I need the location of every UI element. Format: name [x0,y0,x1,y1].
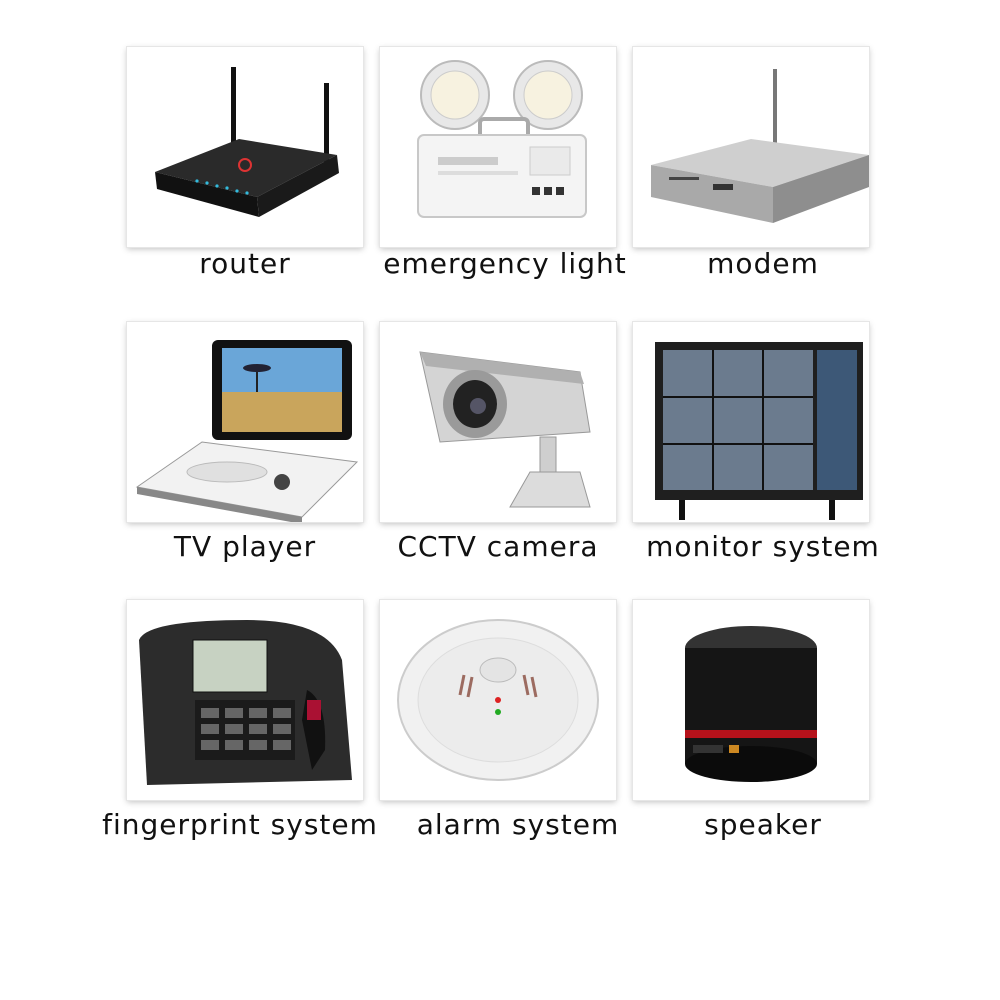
tile-fingerprint-system [127,600,363,800]
fingerprint-system-icon [139,620,352,785]
alarm-system-icon [397,619,599,781]
tile-monitor-system [633,322,869,522]
label-alarm-system: alarm system [416,808,620,841]
label-modem: modem [707,247,819,280]
modem-icon [651,69,869,223]
tile-router [127,47,363,247]
tile-emergency-light [380,47,616,247]
label-monitor-system: monitor system [646,530,880,563]
tile-speaker [633,600,869,800]
router-icon [155,67,339,217]
cctv-camera-icon [419,351,591,508]
label-cctv-camera: CCTV camera [397,530,599,563]
label-fingerprint-system: fingerprint system [102,808,378,841]
tile-modem [633,47,869,247]
emergency-light-icon [417,60,587,218]
tile-alarm-system [380,600,616,800]
tv-player-icon [135,340,359,522]
label-emergency-light: emergency light [383,247,627,280]
label-router: router [199,247,291,280]
tile-tv-player [127,322,363,522]
monitor-system-icon [655,342,863,520]
label-tv-player: TV player [173,530,317,563]
label-speaker: speaker [704,808,822,841]
speaker-icon [685,626,817,782]
tile-cctv-camera [380,322,616,522]
